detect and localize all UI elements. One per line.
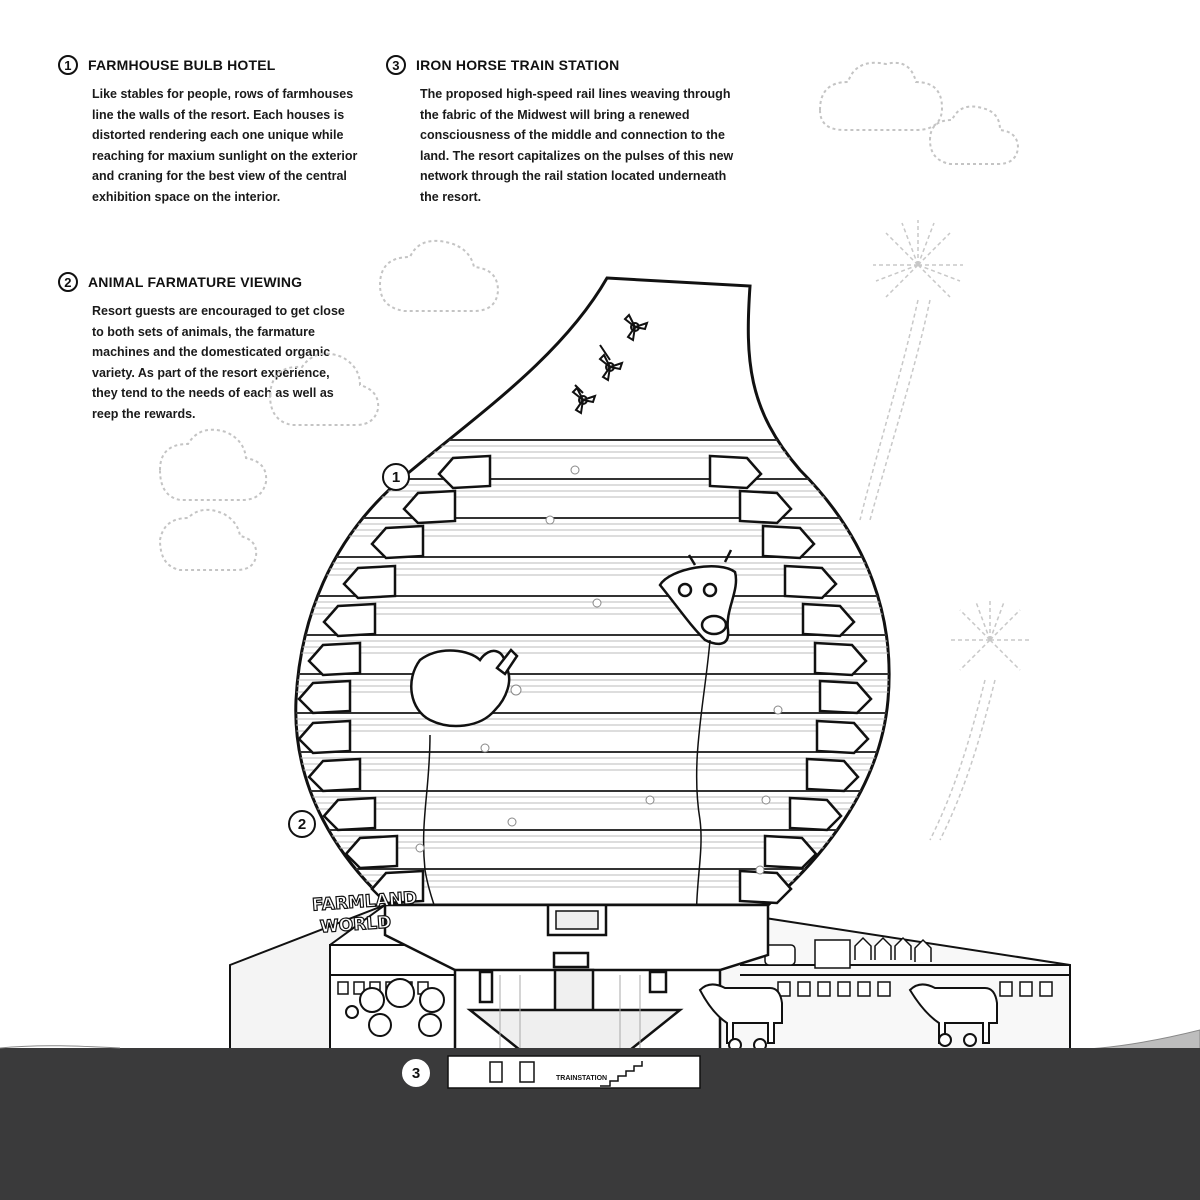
marker-1-farmhouse: 1 <box>382 463 410 491</box>
farmhouse-pod <box>370 524 425 560</box>
marker-number-badge: 3 <box>402 1059 430 1087</box>
callout-title: ANIMAL FARMATURE VIEWING <box>88 274 303 290</box>
hen-balloon <box>410 648 519 956</box>
farmhouse-pod <box>801 602 856 638</box>
callout-title: IRON HORSE TRAIN STATION <box>416 57 620 73</box>
farmhouse-pod <box>783 564 838 600</box>
cloud-sketch <box>158 508 258 571</box>
callout-number-badge: 3 <box>386 55 406 75</box>
farmhouse-pod <box>738 869 793 905</box>
callout-number-badge: 1 <box>58 55 78 75</box>
callout-description: Resort guests are encouraged to get clos… <box>92 304 345 421</box>
callout-heading: 3 IRON HORSE TRAIN STATION <box>386 55 746 75</box>
callout-iron-horse-train-station: 3 IRON HORSE TRAIN STATION The proposed … <box>386 55 746 207</box>
firework-burst <box>873 220 963 298</box>
firework-burst <box>950 600 1030 671</box>
farmhouse-pod <box>402 489 457 525</box>
cow-balloon <box>658 549 738 956</box>
firework-trail <box>929 679 986 841</box>
farmhouse-pod <box>370 869 425 905</box>
rooftop-houses <box>854 936 932 962</box>
underground-train-station <box>447 1055 701 1089</box>
farmhouse-pod <box>297 719 352 755</box>
station-sign: TRAINSTATION <box>556 1075 608 1082</box>
farmhouse-pod <box>761 524 816 560</box>
rooftop-machinery <box>764 939 851 969</box>
callout-animal-farmature-viewing: 2 ANIMAL FARMATURE VIEWING Resort guests… <box>58 272 358 424</box>
farmhouse-pod <box>307 757 362 793</box>
farmhouse-pod <box>297 679 352 715</box>
farmhouse-pod <box>818 679 873 715</box>
farmhouse-pod <box>322 796 377 832</box>
fireworks-sketch <box>859 220 1030 841</box>
farmhouse-pod <box>344 834 399 870</box>
farmhouse-pod <box>342 564 397 600</box>
callout-title: FARMHOUSE BULB HOTEL <box>88 57 276 73</box>
hanging-fans <box>571 313 649 415</box>
tower-base <box>383 903 770 1052</box>
farmhouse-pod <box>805 757 860 793</box>
fan-icon <box>571 386 597 415</box>
firework-trail <box>939 679 996 841</box>
marker-2-animal-viewing: 2 <box>288 810 316 838</box>
farmhouse-pod <box>763 834 818 870</box>
callout-farmhouse-bulb-hotel: 1 FARMHOUSE BULB HOTEL Like stables for … <box>58 55 358 207</box>
sketch-clouds <box>158 61 1020 571</box>
callout-description: The proposed high-speed rail lines weavi… <box>420 87 734 204</box>
cloud-sketch <box>818 61 944 131</box>
farmhouse-pod <box>738 489 793 525</box>
farmhouse-pod <box>322 602 377 638</box>
callout-description: Like stables for people, rows of farmhou… <box>92 87 358 204</box>
farmhouse-pod <box>307 641 362 677</box>
callout-number-badge: 2 <box>58 272 78 292</box>
firework-trail <box>859 299 919 521</box>
cow-figures <box>698 983 998 1052</box>
fan-icon <box>623 313 649 342</box>
farmhouse-pods <box>297 454 873 905</box>
firework-trail <box>869 299 931 521</box>
farmhouse-pod <box>788 796 843 832</box>
marker-number-badge: 1 <box>382 463 410 491</box>
interior-bubbles <box>415 465 783 875</box>
callout-heading: 1 FARMHOUSE BULB HOTEL <box>58 55 358 75</box>
farmhouse-pod <box>708 454 763 490</box>
cloud-sketch <box>928 105 1020 165</box>
farmhouse-pod <box>437 454 492 490</box>
cloud-sketch <box>268 352 380 426</box>
marker-number-badge: 2 <box>288 810 316 838</box>
farmhouse-pod <box>813 641 868 677</box>
marker-3-train-station: 3 <box>402 1059 430 1087</box>
bulb-tower <box>294 276 891 956</box>
cloud-sketch <box>158 428 268 501</box>
cloud-sketch <box>378 239 500 312</box>
fan-icon <box>598 353 624 382</box>
farmature-animals-left <box>345 978 445 1037</box>
callout-heading: 2 ANIMAL FARMATURE VIEWING <box>58 272 358 292</box>
farmhouse-pod <box>815 719 870 755</box>
